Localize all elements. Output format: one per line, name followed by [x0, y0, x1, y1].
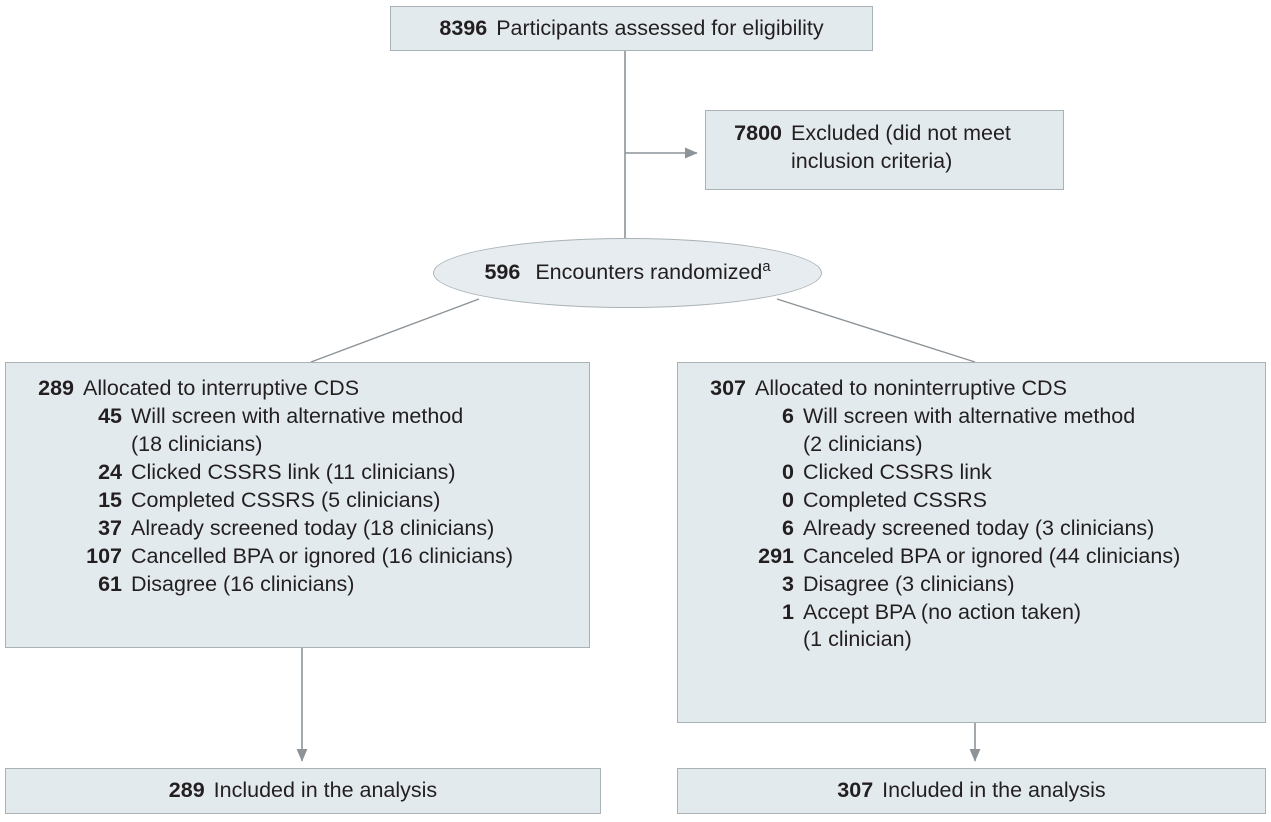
randomized-count: 596: [484, 260, 521, 285]
analysis-right-count: 307: [837, 778, 874, 803]
excluded-row: 7800 Excluded (did not meet inclusion cr…: [720, 120, 1049, 176]
alloc-right-item-count: 6: [782, 515, 794, 540]
excluded-label: Excluded (did not meet inclusion criteri…: [791, 121, 1011, 173]
alloc-right-item-count: 6: [782, 403, 794, 428]
assessed-count: 8396: [439, 15, 488, 40]
excluded-count: 7800: [734, 121, 782, 145]
node-encounters-randomized: 596 Encounters randomizeda: [433, 238, 822, 308]
node-allocated-interruptive-cds: 289 Allocated to interruptive CDS 45 Wil…: [5, 362, 590, 648]
node-included-analysis-right: 307 Included in the analysis: [677, 768, 1266, 814]
randomized-row: 596 Encounters randomizeda: [484, 259, 770, 287]
alloc-right-item-label: Already screened today (3 clinicians): [803, 515, 1155, 540]
alloc-left-item-count: 37: [98, 515, 122, 540]
connector-randomized-to-alloc-right: [776, 298, 976, 363]
alloc-left-item-count: 15: [98, 487, 122, 512]
alloc-right-item: 1 Accept BPA (no action taken) (1 clinic…: [688, 599, 1255, 655]
alloc-right-item: 6 Will screen with alternative method (2…: [688, 403, 1255, 459]
alloc-right-item: 0 Completed CSSRS: [688, 487, 1255, 515]
alloc-right-item-label: Accept BPA (no action taken) (1 clinicia…: [803, 599, 1082, 652]
alloc-left-item-label: Already screened today (18 clinicians): [131, 515, 495, 540]
alloc-left-item: 15 Completed CSSRS (5 clinicians): [16, 487, 579, 515]
alloc-right-item: 3 Disagree (3 clinicians): [688, 571, 1255, 599]
alloc-right-item-count: 3: [782, 571, 794, 596]
alloc-right-item: 6 Already screened today (3 clinicians): [688, 515, 1255, 543]
alloc-left-item-label: Clicked CSSRS link (11 clinicians): [131, 459, 456, 484]
assessed-row: 8396 Participants assessed for eligibili…: [439, 15, 823, 43]
alloc-right-item-label: Clicked CSSRS link: [803, 459, 992, 484]
alloc-left-item-count: 107: [86, 543, 122, 568]
alloc-left-item: 45 Will screen with alternative method (…: [16, 403, 579, 459]
alloc-left-header-row: 289 Allocated to interruptive CDS: [16, 375, 579, 403]
alloc-right-item-label: Canceled BPA or ignored (44 clinicians): [803, 543, 1181, 568]
analysis-left-label: Included in the analysis: [213, 778, 438, 803]
alloc-left-item: 24 Clicked CSSRS link (11 clinicians): [16, 459, 579, 487]
alloc-right-item-count: 0: [782, 487, 794, 512]
assessed-label: Participants assessed for eligibility: [496, 15, 824, 40]
alloc-right-item-count: 291: [758, 543, 794, 568]
randomized-footnote-marker: a: [762, 258, 771, 275]
alloc-left-item: 37 Already screened today (18 clinicians…: [16, 515, 579, 543]
analysis-right-row: 307 Included in the analysis: [837, 777, 1105, 805]
node-included-analysis-left: 289 Included in the analysis: [5, 768, 601, 814]
alloc-left-item: 61 Disagree (16 clinicians): [16, 571, 579, 599]
alloc-right-count: 307: [710, 376, 746, 400]
alloc-right-item: 0 Clicked CSSRS link: [688, 459, 1255, 487]
alloc-right-item-count: 1: [782, 599, 794, 624]
alloc-right-item-count: 0: [782, 459, 794, 484]
alloc-right-item: 291 Canceled BPA or ignored (44 clinicia…: [688, 543, 1255, 571]
node-allocated-noninterruptive-cds: 307 Allocated to noninterruptive CDS 6 W…: [677, 362, 1266, 723]
node-excluded: 7800 Excluded (did not meet inclusion cr…: [705, 110, 1064, 190]
alloc-left-item-label: Disagree (16 clinicians): [131, 571, 355, 596]
alloc-left-item-label: Will screen with alternative method (18 …: [131, 403, 464, 456]
alloc-right-item-label: Disagree (3 clinicians): [803, 571, 1015, 596]
alloc-left-count: 289: [38, 376, 74, 400]
alloc-left-item-count: 24: [98, 459, 122, 484]
alloc-right-item-label: Completed CSSRS: [803, 487, 988, 512]
alloc-left-item-label: Completed CSSRS (5 clinicians): [131, 487, 441, 512]
alloc-right-header-row: 307 Allocated to noninterruptive CDS: [688, 375, 1255, 403]
alloc-right-item-label: Will screen with alternative method (2 c…: [803, 403, 1136, 456]
connector-randomized-to-alloc-left: [310, 298, 480, 363]
alloc-left-label: Allocated to interruptive CDS: [83, 376, 360, 400]
analysis-left-row: 289 Included in the analysis: [169, 777, 437, 805]
node-assessed-for-eligibility: 8396 Participants assessed for eligibili…: [390, 6, 873, 51]
alloc-left-item-count: 45: [98, 403, 122, 428]
alloc-left-item: 107 Cancelled BPA or ignored (16 clinici…: [16, 543, 579, 571]
analysis-right-label: Included in the analysis: [882, 778, 1106, 803]
randomized-label: Encounters randomized: [535, 260, 763, 285]
alloc-left-item-count: 61: [98, 571, 122, 596]
alloc-right-label: Allocated to noninterruptive CDS: [755, 376, 1067, 400]
analysis-left-count: 289: [168, 778, 205, 803]
alloc-left-item-label: Cancelled BPA or ignored (16 clinicians): [131, 543, 514, 568]
